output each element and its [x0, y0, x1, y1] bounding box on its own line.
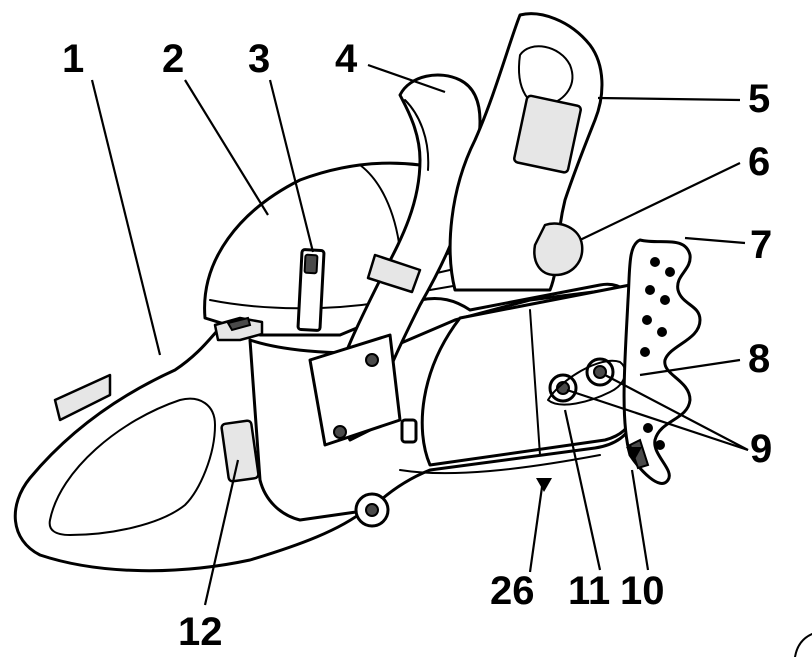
callout-11: 11 — [568, 569, 610, 613]
callout-labels: 1 2 3 4 5 6 7 8 9 10 11 12 26 — [62, 37, 772, 654]
leader-2 — [184, 79, 269, 216]
callout-7: 7 — [750, 223, 772, 267]
callout-26: 26 — [490, 569, 535, 613]
bar-nuts — [547, 357, 627, 406]
spike-hole — [643, 423, 653, 433]
bumper-spike-holes — [640, 257, 675, 450]
spike-hole — [657, 327, 667, 337]
leader-9b — [604, 374, 749, 451]
corner-circle-fragment — [794, 633, 812, 657]
callout-3: 3 — [248, 37, 270, 81]
callout-5: 5 — [748, 77, 770, 121]
callout-6: 6 — [748, 140, 770, 184]
hand-guard-decal — [513, 94, 582, 174]
cover-latch-lever — [226, 316, 252, 332]
handle-grip-pad — [53, 373, 112, 422]
front-handle-collar — [366, 253, 422, 294]
callout-2: 2 — [162, 37, 184, 81]
mount-screw-upper — [365, 353, 379, 367]
callout-1: 1 — [62, 37, 84, 81]
bar-nut-rear-core — [593, 365, 607, 379]
leader-26 — [528, 479, 545, 573]
spike-hole — [655, 440, 665, 450]
arrowhead-10 — [626, 447, 642, 461]
leader-11 — [563, 409, 602, 571]
spike-hole — [645, 285, 655, 295]
decal-plate — [220, 419, 260, 483]
callout-9: 9 — [750, 427, 772, 471]
cover-bottom-edge — [399, 454, 601, 475]
callout-8: 8 — [748, 337, 770, 381]
spike-hole — [642, 315, 652, 325]
bumper-spike — [622, 238, 702, 485]
leader-10 — [630, 469, 650, 571]
arrowhead-26 — [536, 478, 552, 492]
brake-mechanism — [533, 222, 584, 277]
leader-7 — [684, 236, 746, 245]
spike-hole — [660, 295, 670, 305]
leader-6 — [579, 162, 741, 241]
spike-hole — [650, 257, 660, 267]
leader-9a — [566, 388, 749, 452]
leader-12 — [203, 459, 240, 606]
cover-seam — [529, 309, 541, 456]
leader-lines — [90, 63, 749, 606]
oil-cap — [400, 418, 418, 444]
rear-handle-grip — [48, 397, 216, 536]
hand-guard-window — [518, 45, 574, 107]
leader-4 — [367, 63, 446, 94]
leader-3 — [268, 79, 315, 253]
callout-4: 4 — [335, 37, 358, 81]
leader-5 — [597, 96, 741, 102]
choke-slider-knob — [303, 253, 319, 275]
chainsaw-illustration — [13, 12, 702, 573]
leader-8 — [639, 358, 741, 377]
leader-1 — [90, 79, 162, 356]
callout-12: 12 — [178, 610, 223, 654]
callout-10: 10 — [620, 569, 665, 613]
mount-screw-lower — [333, 425, 347, 439]
spike-hole — [665, 267, 675, 277]
spike-hole — [640, 347, 650, 357]
front-handle-inner — [404, 99, 430, 171]
drive-wheel-hub — [365, 503, 379, 517]
